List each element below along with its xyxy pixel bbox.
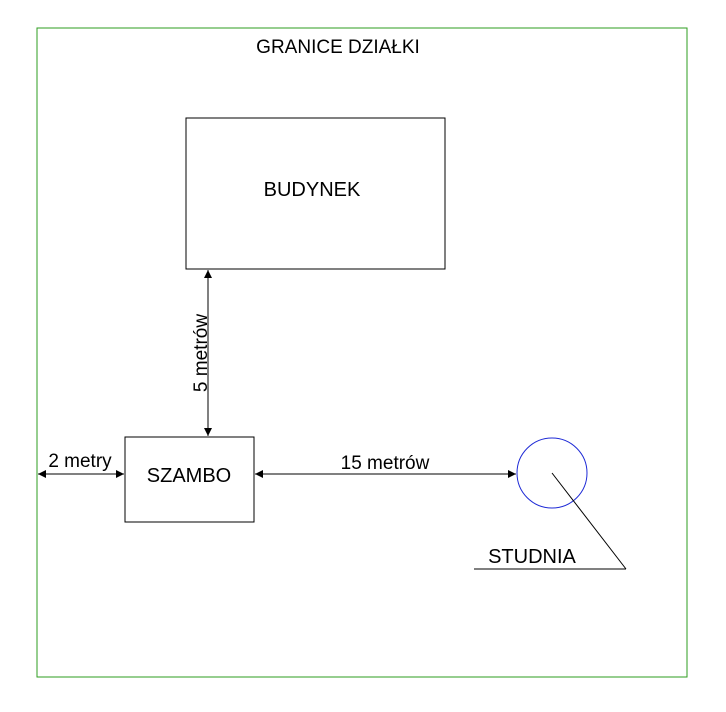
septic-tank-box: [124, 436, 255, 523]
dimension-label-tank-well: 15 metrów: [341, 453, 430, 474]
septic-tank-label: SZAMBO: [147, 465, 231, 487]
plot-boundary: [36, 27, 688, 678]
plot-title: GRANICE DZIAŁKI: [256, 37, 420, 58]
dimension-label-building-tank: 5 metrów: [191, 314, 212, 392]
dimension-label-boundary-tank: 2 metry: [48, 451, 112, 472]
well-leader-line: [551, 472, 627, 570]
building-box: [185, 117, 446, 270]
well-circle: [516, 437, 588, 509]
building-label: BUDYNEK: [264, 179, 361, 201]
well-label: STUDNIA: [488, 546, 576, 568]
